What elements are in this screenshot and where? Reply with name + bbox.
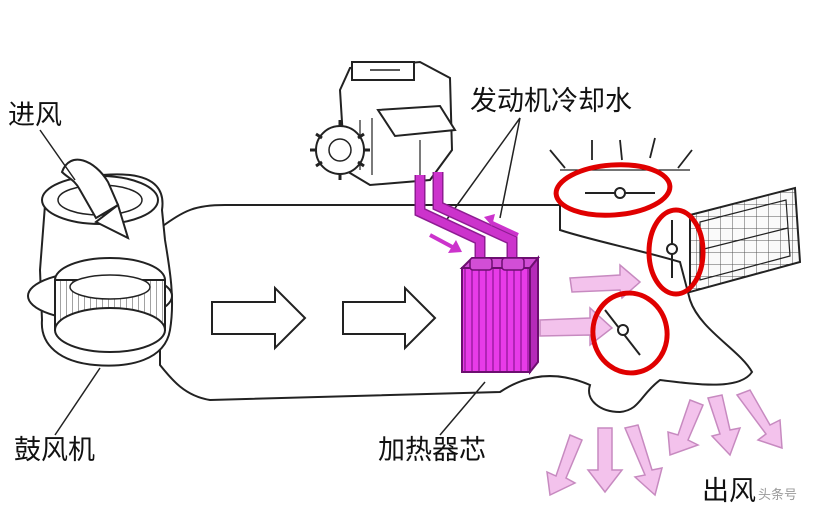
- blower-label: 鼓风机: [14, 435, 95, 466]
- flow-arrow-icon: [211, 285, 307, 351]
- coolant-leader-2: [499, 117, 521, 219]
- engine-icon: [310, 60, 457, 187]
- intake-label: 进风: [8, 100, 62, 131]
- coolant-label: 发动机冷却水: [470, 86, 632, 117]
- outlet-label: 出风: [702, 476, 756, 507]
- watermark: 头条号: [758, 488, 798, 503]
- damper-flap-icon: [666, 220, 678, 278]
- blower-leader: [54, 367, 101, 436]
- coolant-leader-1: [444, 117, 521, 223]
- highlight-circles: [553, 162, 706, 376]
- heater-core-leader: [439, 381, 486, 436]
- blower-fan-icon: [27, 158, 174, 367]
- coolant-pipes: [414, 172, 519, 262]
- vent-grille-icon: [689, 186, 802, 294]
- heater-core: [459, 255, 541, 375]
- heater-core-label: 加热器芯: [378, 435, 486, 466]
- damper-flap-icon: [604, 309, 641, 356]
- intake-leader: [39, 129, 76, 181]
- damper-flap-icon: [585, 187, 655, 199]
- flow-arrow-icon: [342, 285, 437, 351]
- outlet-flow-arrows: [539, 263, 783, 497]
